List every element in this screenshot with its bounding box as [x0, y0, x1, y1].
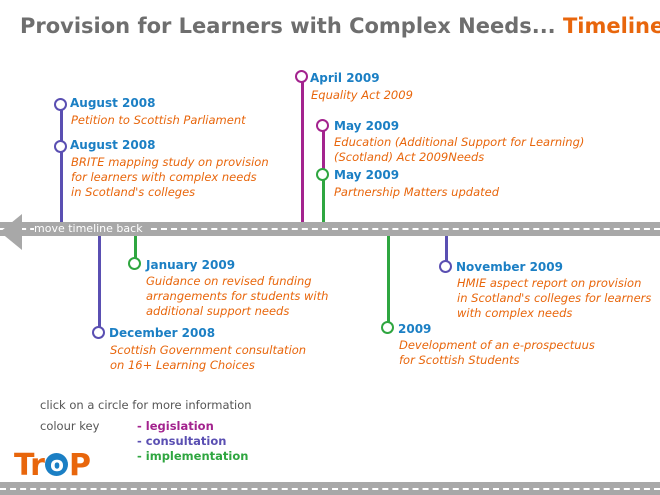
event-description: HMIE aspect report on provision in Scotl…: [457, 276, 652, 320]
event-date: August 2008: [70, 138, 156, 152]
move-timeline-back-button[interactable]: move timeline back: [34, 222, 147, 235]
event-circle-may-2009-partnership[interactable]: [316, 168, 329, 181]
logo-o-icon: o: [44, 453, 68, 476]
event-date: November 2009: [456, 260, 563, 274]
colour-key-label: colour key: [40, 419, 100, 433]
event-date: August 2008: [70, 96, 156, 110]
event-circle-2009-eprospectus[interactable]: [381, 321, 394, 334]
event-description: Petition to Scottish Parliament: [71, 113, 246, 127]
key-legislation: - legislation: [137, 419, 214, 433]
event-date: April 2009: [310, 71, 380, 85]
event-description: Scottish Government consultation on 16+ …: [110, 343, 307, 372]
stem-jan-2009: [134, 236, 137, 260]
title-main: Provision for Learners with Complex Need…: [20, 14, 556, 38]
event-circle-aug-2008-petition[interactable]: [54, 98, 67, 111]
title-accent: Timeline: [562, 14, 660, 38]
info-text: click on a circle for more information: [40, 398, 252, 412]
key-consultation: - consultation: [137, 434, 227, 448]
event-date: January 2009: [146, 258, 236, 272]
event-circle-dec-2008[interactable]: [92, 326, 105, 339]
event-description: Equality Act 2009: [311, 88, 413, 102]
event-date: 2009: [398, 322, 432, 336]
event-description: Education (Additional Support for Learni…: [334, 135, 585, 164]
logo-text-start: Tr: [14, 448, 45, 483]
bottom-track-dashes: [0, 488, 660, 490]
event-date: December 2008: [109, 326, 216, 340]
stem-nov-2009: [445, 236, 448, 262]
stem-2009: [387, 236, 390, 324]
event-circle-aug-2008-brite[interactable]: [54, 140, 67, 153]
timeline-track[interactable]: [0, 222, 660, 236]
event-description: BRITE mapping study on provision for lea…: [71, 155, 269, 199]
track-dashes: [0, 228, 660, 230]
event-date: May 2009: [334, 119, 400, 133]
event-description: Development of an e-prospectuus for Scot…: [399, 338, 595, 367]
event-circle-jan-2009[interactable]: [128, 257, 141, 270]
bottom-track: [0, 482, 660, 495]
page-title: Provision for Learners with Complex Need…: [20, 14, 660, 38]
stem-aug-2008: [60, 108, 63, 222]
stem-dec-2008: [98, 236, 101, 328]
event-description: Guidance on revised funding arrangements…: [146, 274, 329, 318]
key-implementation: - implementation: [137, 449, 249, 463]
event-circle-apr-2009[interactable]: [295, 70, 308, 83]
stem-apr-2009: [301, 80, 304, 222]
event-circle-nov-2009[interactable]: [439, 260, 452, 273]
back-arrow-icon[interactable]: [0, 214, 22, 250]
stem-may-2009-implementation: [322, 178, 325, 222]
event-date: May 2009: [334, 168, 400, 182]
event-circle-may-2009-education-act[interactable]: [316, 119, 329, 132]
event-description: Partnership Matters updated: [334, 185, 499, 199]
logo-text-end: P: [68, 448, 91, 483]
